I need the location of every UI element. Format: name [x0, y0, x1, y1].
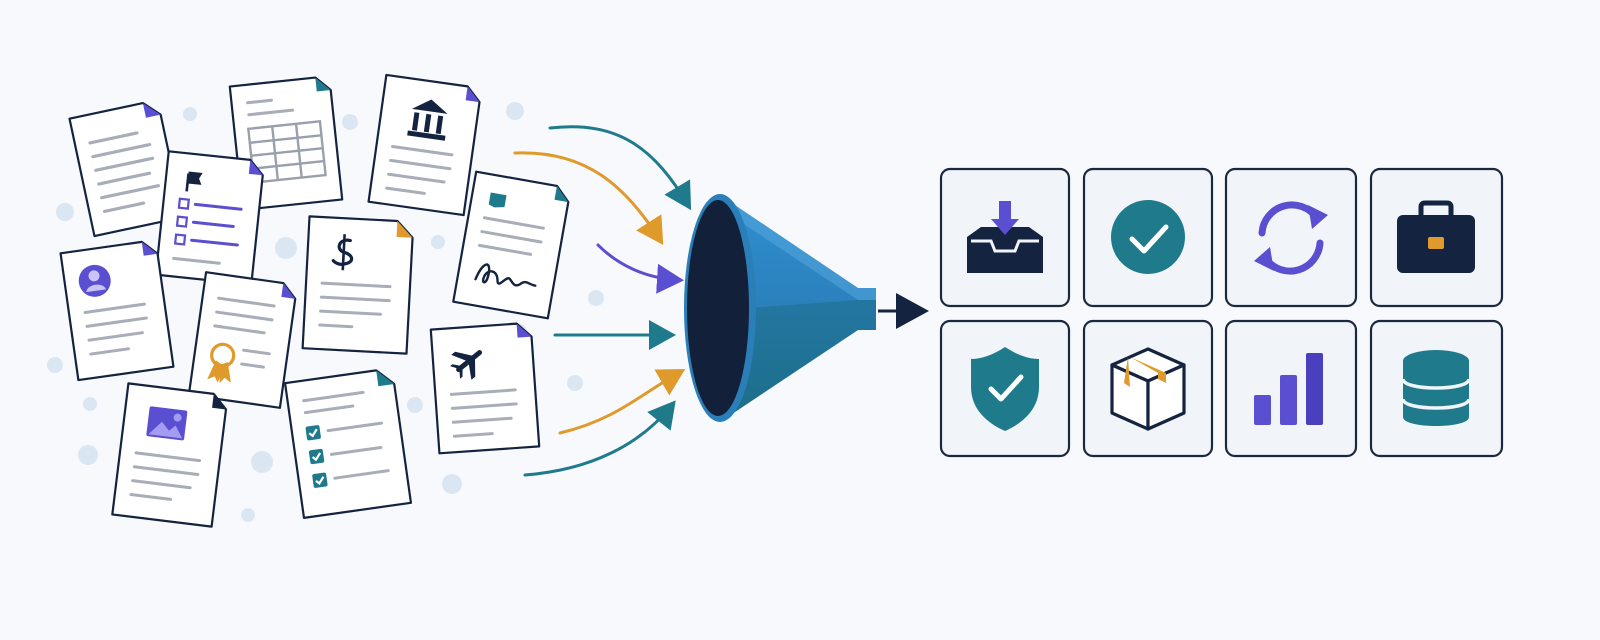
document-invoice	[301, 215, 414, 355]
inbox-download-icon	[967, 201, 1043, 273]
tile-verified	[1082, 167, 1214, 308]
table-icon	[246, 120, 327, 184]
background-dots	[47, 102, 604, 522]
arrow-teal-bottom	[523, 400, 676, 477]
arrow-orange-top	[513, 151, 664, 246]
document-bank	[367, 73, 481, 217]
arrow-orange-bottom	[558, 369, 686, 435]
tile-business	[1369, 167, 1504, 308]
image-icon	[146, 406, 188, 441]
bank-icon	[407, 99, 448, 141]
document-checklist-form	[154, 150, 264, 286]
tile-analytics	[1224, 319, 1358, 458]
tile-package	[1082, 319, 1214, 458]
output-grid	[939, 167, 1504, 458]
bar-chart-icon	[1254, 353, 1323, 425]
user-avatar-icon	[78, 264, 111, 297]
document-profile	[59, 240, 175, 382]
check-circle-icon	[1111, 200, 1185, 274]
document-task-list	[283, 369, 413, 519]
database-icon	[1401, 350, 1471, 426]
tile-storage	[1369, 319, 1504, 458]
tile-sync	[1224, 167, 1358, 308]
funnel-icon	[684, 194, 876, 422]
flag-icon	[185, 171, 203, 192]
flow-arrows	[513, 125, 692, 477]
shield-check-icon	[971, 347, 1039, 431]
dollar-icon	[331, 234, 354, 271]
arrow-purple	[596, 243, 684, 294]
briefcase-icon	[1397, 200, 1475, 273]
tile-inbox	[939, 167, 1071, 308]
tile-security	[939, 319, 1071, 458]
award-ribbon-icon	[207, 342, 236, 384]
document-certificate	[187, 271, 297, 409]
box-icon	[1110, 347, 1186, 431]
document-signed-contract	[452, 170, 570, 320]
document-travel	[429, 322, 541, 455]
signature-icon	[474, 263, 537, 287]
document-image	[111, 382, 228, 528]
arrow-teal-top	[548, 125, 692, 211]
checkbox-icon	[305, 425, 328, 488]
airplane-icon	[450, 350, 483, 380]
